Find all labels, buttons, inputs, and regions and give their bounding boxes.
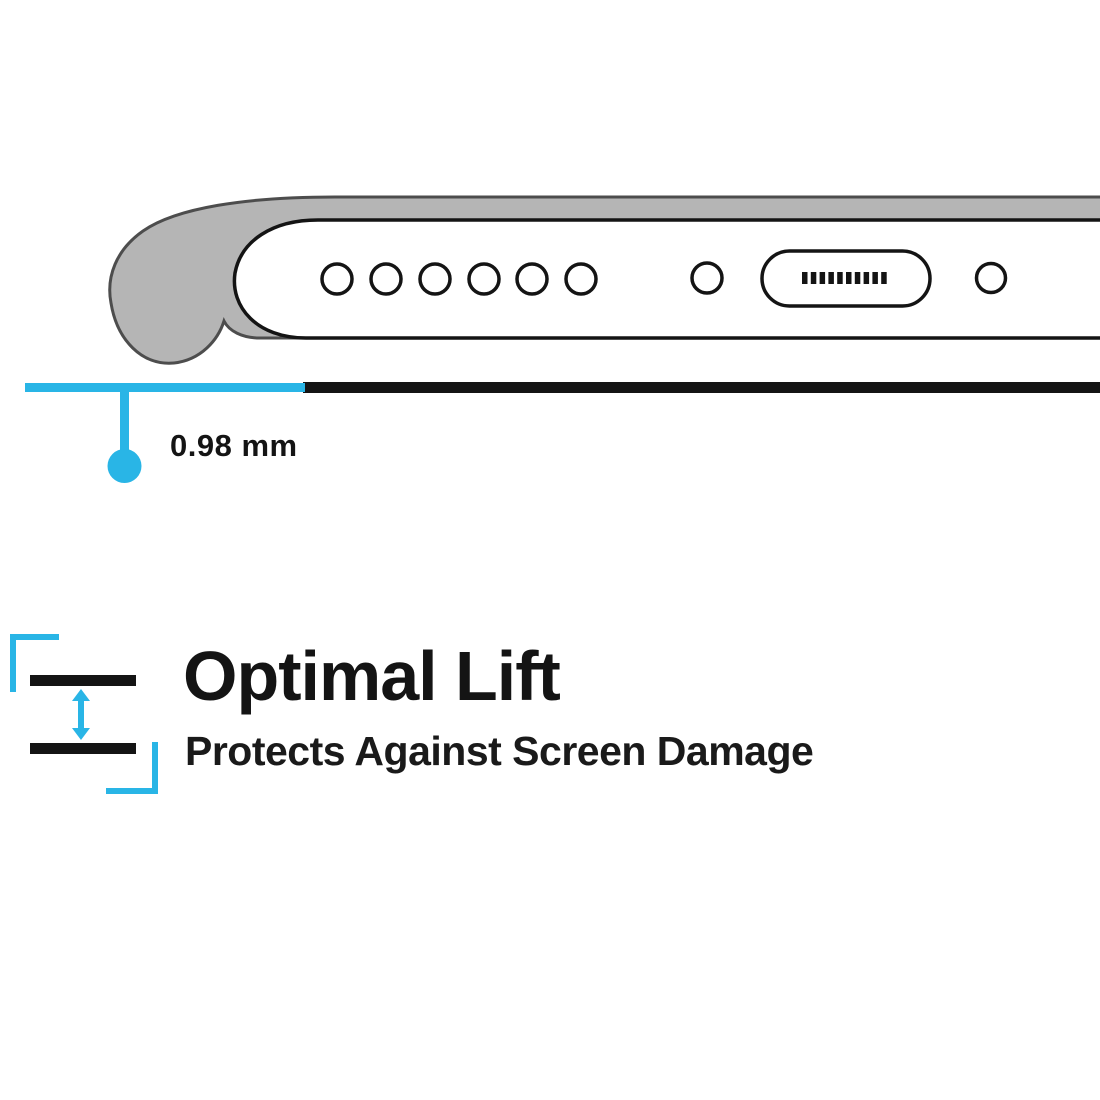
feature-subtitle: Protects Against Screen Damage <box>185 728 814 774</box>
bracket-top-left <box>10 634 59 692</box>
speaker-hole <box>369 262 403 296</box>
charging-port <box>760 249 932 308</box>
speaker-hole <box>467 262 501 296</box>
speaker-holes <box>320 262 598 296</box>
screw-hole-left <box>690 261 724 295</box>
surface-line <box>303 382 1100 393</box>
upper-surface-bar <box>30 675 136 686</box>
screw-hole-right <box>974 261 1008 295</box>
charging-port-pins <box>802 272 887 284</box>
lift-gap-line <box>25 383 305 392</box>
bracket-bottom-right <box>106 742 158 794</box>
speaker-hole <box>418 262 452 296</box>
measurement-pointer-line <box>120 390 129 452</box>
gap-arrow-icon <box>72 689 90 740</box>
phone-case-diagram <box>25 195 1100 483</box>
lower-surface-bar <box>30 743 136 754</box>
lift-gap-icon <box>10 634 158 794</box>
speaker-hole <box>320 262 354 296</box>
measurement-pointer <box>107 390 142 483</box>
speaker-hole <box>564 262 598 296</box>
measurement-label: 0.98 mm <box>170 428 298 463</box>
feature-title: Optimal Lift <box>183 637 561 715</box>
measurement-pointer-dot <box>107 449 142 483</box>
speaker-hole <box>515 262 549 296</box>
phone-body <box>232 218 1100 340</box>
